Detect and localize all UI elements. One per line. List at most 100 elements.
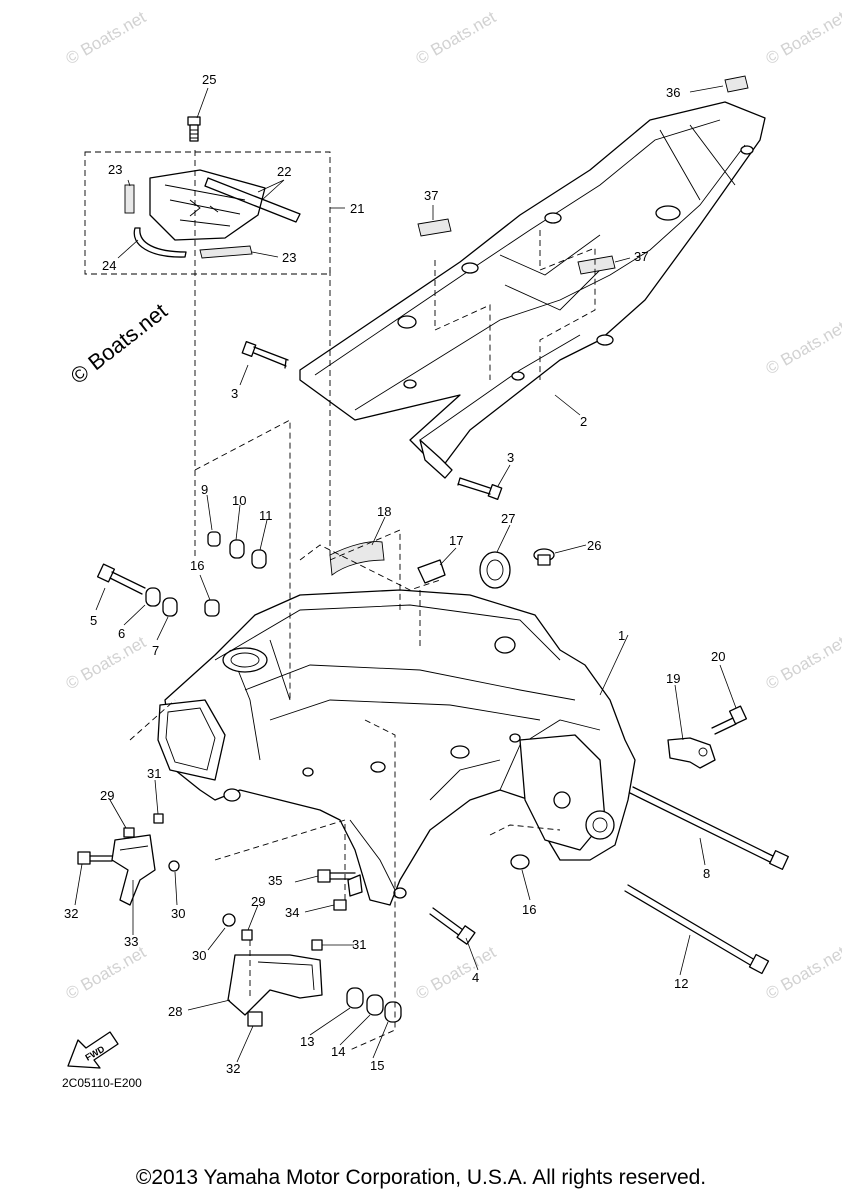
nut-34	[333, 899, 347, 911]
watermark-text: © Boats.net	[763, 317, 842, 378]
callout-16-upper: 16	[190, 558, 204, 573]
callout-29-left: 29	[100, 788, 114, 803]
callout-31-left: 31	[147, 766, 161, 781]
callout-2: 2	[580, 414, 587, 429]
leader-lines	[74, 85, 737, 1063]
bolt-32-left	[77, 851, 113, 865]
callout-26: 26	[587, 538, 601, 553]
callout-16-lower: 16	[522, 902, 536, 917]
pad-18	[329, 541, 385, 576]
callout-18: 18	[377, 504, 391, 519]
bolt-4	[429, 907, 476, 945]
callout-31-lower: 31	[352, 937, 366, 952]
label-36	[724, 75, 749, 93]
tape-23-lower	[199, 245, 253, 259]
watermark-text: © Boats.net	[63, 632, 150, 693]
callout-21: 21	[350, 201, 364, 216]
seal-strip-22	[204, 177, 301, 223]
callout-3-upper: 3	[231, 386, 238, 401]
bolt-25	[187, 116, 201, 142]
diagram-code: 2C05110-E200	[62, 1076, 142, 1090]
watermark-text: © Boats.net	[763, 942, 842, 1003]
watermark-text: © Boats.net	[63, 7, 150, 68]
reference-lines	[129, 150, 596, 1051]
copyright-text: ©2013 Yamaha Motor Corporation, U.S.A. A…	[135, 1166, 707, 1189]
callout-32-left: 32	[64, 906, 78, 921]
grommet-16-lower	[510, 854, 530, 870]
callout-30-left: 30	[171, 906, 185, 921]
callout-23-upper: 23	[108, 162, 122, 177]
assembly-box-21	[84, 151, 331, 275]
watermark-text: © Boats.net	[763, 632, 842, 693]
collar-13	[346, 987, 364, 1009]
nut-30-lower	[222, 913, 236, 927]
bolt-3-upper	[241, 341, 289, 369]
bolt-12	[624, 884, 770, 975]
callout-27: 27	[501, 511, 515, 526]
callout-8: 8	[703, 866, 710, 881]
callout-5: 5	[90, 613, 97, 628]
nut-31-lower	[311, 939, 323, 951]
callout-4: 4	[472, 970, 479, 985]
collar-10	[229, 539, 245, 559]
callout-3-lower: 3	[507, 450, 514, 465]
bolt-3-lower	[457, 477, 503, 500]
callout-14: 14	[331, 1044, 345, 1059]
tape-23	[124, 184, 135, 214]
callout-29-lower: 29	[251, 894, 265, 909]
collar-11	[251, 549, 267, 569]
watermark-text: © Boats.net	[413, 7, 500, 68]
collar-15	[384, 1001, 402, 1023]
nut-30-left	[168, 860, 180, 872]
callout-12: 12	[674, 976, 688, 991]
callout-35: 35	[268, 873, 282, 888]
callout-11: 11	[259, 508, 273, 523]
callout-36: 36	[666, 85, 680, 100]
bolt-32-lower	[247, 1011, 263, 1027]
callout-15: 15	[370, 1058, 384, 1073]
callout-32-lower: 32	[226, 1061, 240, 1076]
callout-37-left: 37	[424, 188, 438, 203]
label-37-left	[417, 218, 452, 237]
bracket-plate	[347, 874, 363, 897]
callout-33: 33	[124, 934, 138, 949]
callout-28: 28	[168, 1004, 182, 1019]
nut-31-left	[153, 813, 164, 824]
callout-34: 34	[285, 905, 299, 920]
watermark-text: © Boats.net	[763, 7, 842, 68]
main-frame-1	[157, 589, 636, 906]
rear-cover-assembly	[124, 169, 301, 259]
callout-25: 25	[202, 72, 216, 87]
bolt-20	[711, 705, 748, 735]
nut-29-lower	[241, 929, 253, 941]
bracket-19	[667, 737, 716, 769]
callout-1: 1	[618, 628, 625, 643]
callout-37-right: 37	[634, 249, 648, 264]
fwd-arrow-icon: FWD	[67, 1031, 119, 1069]
callout-7: 7	[152, 643, 159, 658]
collar-6	[145, 587, 161, 607]
callout-30-lower: 30	[192, 948, 206, 963]
callout-24: 24	[102, 258, 116, 273]
collar-14	[366, 994, 384, 1016]
collar-9	[207, 531, 221, 547]
cap-26	[533, 548, 555, 566]
bolt-8	[629, 786, 789, 870]
bracket-28	[227, 954, 323, 1016]
grommet-27	[479, 551, 511, 589]
callout-labels: 25 22 23 23 24 21 36 37 37 3 2 3 1 9 10 …	[64, 72, 725, 1076]
callout-17: 17	[449, 533, 463, 548]
callout-10: 10	[232, 493, 246, 508]
callout-13: 13	[300, 1034, 314, 1049]
callout-9: 9	[201, 482, 208, 497]
callout-19: 19	[666, 671, 680, 686]
bracket-17	[417, 559, 446, 584]
bolt-5	[96, 563, 146, 595]
watermark-logo: © Boats.net	[66, 298, 172, 389]
callout-6: 6	[118, 626, 125, 641]
watermark-text: © Boats.net	[63, 942, 150, 1003]
callout-23-lower: 23	[282, 250, 296, 265]
callout-22: 22	[277, 164, 291, 179]
